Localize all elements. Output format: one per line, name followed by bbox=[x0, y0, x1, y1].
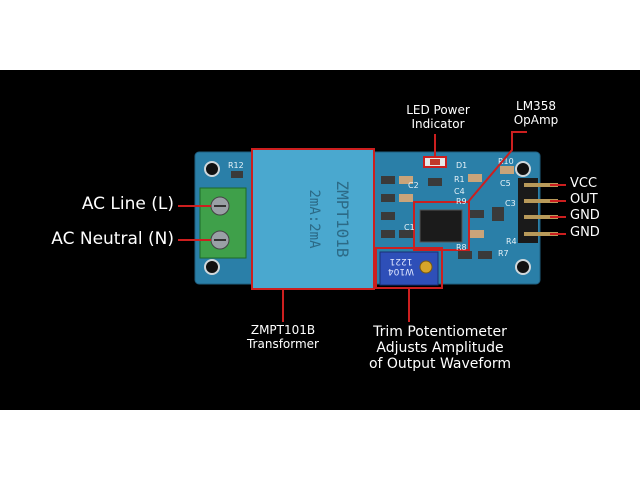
label-ac-neutral: AC Neutral (N) bbox=[51, 229, 174, 249]
pot-marking-2: 1221 bbox=[390, 256, 413, 266]
label-opamp-line2: OpAmp bbox=[513, 112, 559, 127]
mount-hole bbox=[515, 161, 531, 177]
silk-r12: R12 bbox=[228, 161, 244, 170]
label-transformer-line2: Transformer bbox=[246, 336, 319, 351]
module-diagram: ZMPT101B 2mA:2mA W104 1221 R12 D1 R10 C5… bbox=[178, 131, 566, 322]
label-led-line1: LED Power bbox=[406, 103, 470, 117]
label-pin-gnd-2: GND bbox=[570, 225, 600, 240]
pot-marking-1: W104 bbox=[388, 266, 414, 276]
label-trimpot-line2: Adjusts Amplitude bbox=[376, 340, 504, 357]
callout-line-opamp bbox=[467, 131, 527, 203]
label-opamp-line1: LM358 bbox=[516, 99, 556, 113]
mount-hole bbox=[204, 161, 220, 177]
label-ac-line: AC Line (L) bbox=[81, 194, 174, 214]
silk-r10: R10 bbox=[498, 157, 514, 166]
silk-c3: C3 bbox=[505, 199, 516, 208]
transformer-body bbox=[251, 148, 375, 290]
label-transformer-line1: ZMPT101B bbox=[250, 323, 316, 337]
label-pin-out: OUT bbox=[570, 192, 598, 207]
silk-r4: R4 bbox=[506, 237, 517, 246]
silk-r7: R7 bbox=[498, 249, 509, 258]
label-led-power: LED Power Indicator bbox=[390, 103, 486, 132]
label-trimpot-line3: of Output Waveform bbox=[368, 356, 512, 373]
label-trimpot: Trim Potentiometer Adjusts Amplitude of … bbox=[340, 324, 540, 372]
label-pin-vcc: VCC bbox=[570, 176, 598, 191]
silk-d1: D1 bbox=[456, 161, 467, 170]
label-pin-gnd-1: GND bbox=[570, 208, 600, 223]
transformer-marking-rating: 2mA:2mA bbox=[306, 189, 322, 249]
diagram-stage: ZMPT101B 2mA:2mA W104 1221 R12 D1 R10 C5… bbox=[0, 70, 640, 410]
silk-r1: R1 bbox=[454, 175, 465, 184]
mount-hole bbox=[204, 259, 220, 275]
silk-c5: C5 bbox=[500, 179, 511, 188]
label-opamp: LM358 OpAmp bbox=[498, 99, 574, 128]
label-transformer: ZMPT101B Transformer bbox=[228, 323, 338, 352]
transformer-marking-model: ZMPT101B bbox=[333, 180, 352, 257]
pin-header bbox=[518, 178, 558, 243]
silk-c1: C1 bbox=[404, 223, 415, 232]
silk-r9: R9 bbox=[456, 197, 467, 206]
label-led-line2: Indicator bbox=[411, 116, 465, 131]
silk-c2: C2 bbox=[408, 181, 419, 190]
silk-c4: C4 bbox=[454, 187, 465, 196]
opamp-chip bbox=[419, 209, 463, 243]
mount-hole bbox=[515, 259, 531, 275]
label-trimpot-line1: Trim Potentiometer bbox=[373, 324, 507, 340]
silk-r8: R8 bbox=[456, 243, 467, 252]
